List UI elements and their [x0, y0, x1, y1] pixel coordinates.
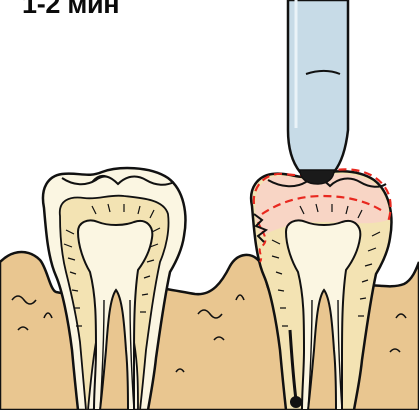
duration-caption: 1-2 мин: [22, 0, 119, 18]
root-apex-dot: [290, 396, 302, 408]
dental-instrument-icon: [288, 0, 348, 184]
